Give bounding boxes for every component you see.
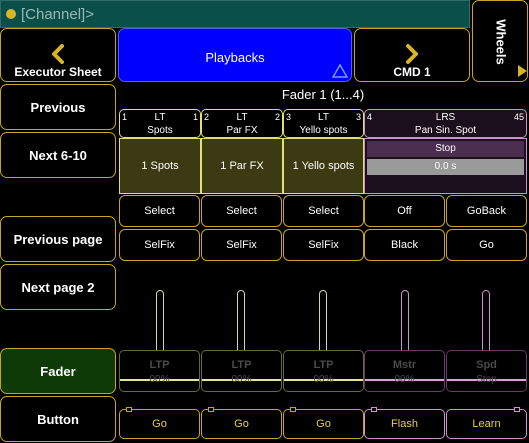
select-button[interactable]: Select bbox=[283, 195, 364, 227]
executor-cue-cell[interactable]: Stop 0.0 s bbox=[364, 138, 527, 194]
fader-mode-label: LTP bbox=[231, 359, 252, 371]
executor-number: 2 bbox=[204, 112, 210, 122]
button-tab bbox=[126, 407, 132, 412]
go-button[interactable]: Go bbox=[446, 229, 527, 261]
speed-fader-handle[interactable]: Spd Stop bbox=[446, 350, 527, 392]
status-dot-icon bbox=[6, 9, 16, 19]
fader-value: Stop bbox=[476, 374, 497, 385]
fader-handle[interactable]: LTP 00% bbox=[201, 350, 282, 392]
previous-page-button[interactable]: Previous page bbox=[0, 216, 116, 262]
go-button[interactable]: Go bbox=[201, 407, 282, 439]
learn-button[interactable]: Learn bbox=[446, 407, 527, 439]
executor-number: 3 bbox=[286, 112, 292, 122]
flash-label: Flash bbox=[391, 418, 418, 430]
triangle-up-icon bbox=[332, 64, 348, 78]
executor-mode: LRS bbox=[435, 112, 456, 123]
chevron-left-icon bbox=[52, 44, 64, 64]
triangle-right-icon bbox=[518, 65, 527, 77]
select-button[interactable]: Select bbox=[201, 195, 282, 227]
selfix-button[interactable]: SelFix bbox=[283, 229, 364, 261]
next-page-button[interactable]: Next page 2 bbox=[0, 264, 116, 310]
goback-button[interactable]: GoBack bbox=[446, 195, 527, 227]
executor-cue-cell[interactable]: 1 Spots bbox=[119, 138, 201, 194]
button-mode-button[interactable]: Button bbox=[0, 396, 116, 442]
executor-header[interactable]: 1 1 LT Spots bbox=[119, 109, 201, 138]
executor-cue-cell[interactable]: 1 Yello spots bbox=[283, 138, 364, 194]
button-tab bbox=[290, 407, 296, 412]
go-label: Go bbox=[316, 418, 331, 430]
previous-button[interactable]: Previous bbox=[0, 84, 116, 130]
fader-level-line bbox=[202, 379, 281, 381]
selfix-button[interactable]: SelFix bbox=[201, 229, 282, 261]
fader-value: 00% bbox=[313, 374, 334, 385]
executor-name: Yello spots bbox=[299, 125, 348, 136]
executor-header[interactable]: 3 3 LT Yello spots bbox=[283, 109, 364, 138]
black-button[interactable]: Black bbox=[364, 229, 445, 261]
button-tab bbox=[371, 407, 377, 412]
fader-mode-label: Mstr bbox=[392, 359, 417, 371]
fader-value: 00% bbox=[394, 374, 415, 385]
flash-button[interactable]: Flash bbox=[364, 407, 445, 439]
fader-level-line bbox=[447, 379, 526, 381]
executor-status: Stop bbox=[367, 141, 524, 157]
executor-name: Pan Sin. Spot bbox=[414, 125, 477, 136]
select-button[interactable]: Select bbox=[119, 195, 200, 227]
fader-mode-label: LTP bbox=[149, 359, 170, 371]
selfix-button[interactable]: SelFix bbox=[119, 229, 200, 261]
executor-mode: LT bbox=[236, 112, 248, 123]
fader-level-line bbox=[284, 379, 363, 381]
next-button[interactable]: Next 6-10 bbox=[0, 132, 116, 178]
executor-number-end: 2 bbox=[274, 112, 280, 122]
playbacks-tab[interactable]: Playbacks bbox=[118, 28, 352, 82]
executor-header[interactable]: 4 45 LRS Pan Sin. Spot bbox=[364, 109, 527, 138]
cmd-button[interactable]: CMD 1 bbox=[354, 28, 470, 82]
executor-name: Spots bbox=[147, 125, 173, 136]
cmd-label: CMD 1 bbox=[393, 65, 431, 79]
executor-mode: LT bbox=[318, 112, 329, 123]
go-button[interactable]: Go bbox=[283, 407, 364, 439]
executor-sheet-label: Executor Sheet bbox=[14, 65, 102, 79]
wheels-button[interactable]: Wheels bbox=[472, 0, 528, 82]
fader-value: 00% bbox=[149, 374, 170, 385]
fader-mode-label: LTP bbox=[313, 359, 334, 371]
executor-name: Par FX bbox=[226, 125, 258, 136]
wheels-label: Wheels bbox=[493, 19, 509, 65]
executor-number-end: 3 bbox=[355, 112, 361, 122]
button-tab bbox=[208, 407, 214, 412]
fader-level-line bbox=[365, 379, 444, 381]
button-tab bbox=[514, 407, 520, 412]
go-button[interactable]: Go bbox=[119, 407, 200, 439]
executor-sheet-button[interactable]: Executor Sheet bbox=[0, 28, 116, 82]
executor-cue-cell[interactable]: 1 Par FX bbox=[201, 138, 283, 194]
fader-handle[interactable]: LTP 00% bbox=[283, 350, 364, 392]
executor-number-end: 45 bbox=[513, 112, 524, 122]
master-fader-handle[interactable]: Mstr 00% bbox=[364, 350, 445, 392]
go-label: Go bbox=[234, 418, 249, 430]
off-button[interactable]: Off bbox=[364, 195, 445, 227]
chevron-right-icon bbox=[406, 44, 418, 64]
executor-mode: LT bbox=[154, 112, 166, 123]
fader-level-line bbox=[120, 379, 199, 381]
executor-time: 0.0 s bbox=[367, 159, 524, 175]
go-label: Go bbox=[152, 418, 167, 430]
executor-number-end: 1 bbox=[192, 112, 198, 122]
playbacks-label: Playbacks bbox=[205, 50, 265, 65]
command-line[interactable]: [Channel]> bbox=[0, 0, 470, 28]
command-line-text: [Channel]> bbox=[21, 5, 94, 23]
fader-mode-label: Spd bbox=[476, 359, 497, 371]
executor-number: 1 bbox=[122, 112, 128, 122]
fader-value: 00% bbox=[231, 374, 252, 385]
learn-label: Learn bbox=[472, 418, 501, 430]
executor-header[interactable]: 2 2 LT Par FX bbox=[201, 109, 283, 138]
fader-page-title: Fader 1 (1...4) bbox=[281, 87, 365, 102]
fader-handle[interactable]: LTP 00% bbox=[119, 350, 200, 392]
executor-number: 4 bbox=[367, 112, 373, 122]
fader-mode-button[interactable]: Fader bbox=[0, 348, 116, 394]
